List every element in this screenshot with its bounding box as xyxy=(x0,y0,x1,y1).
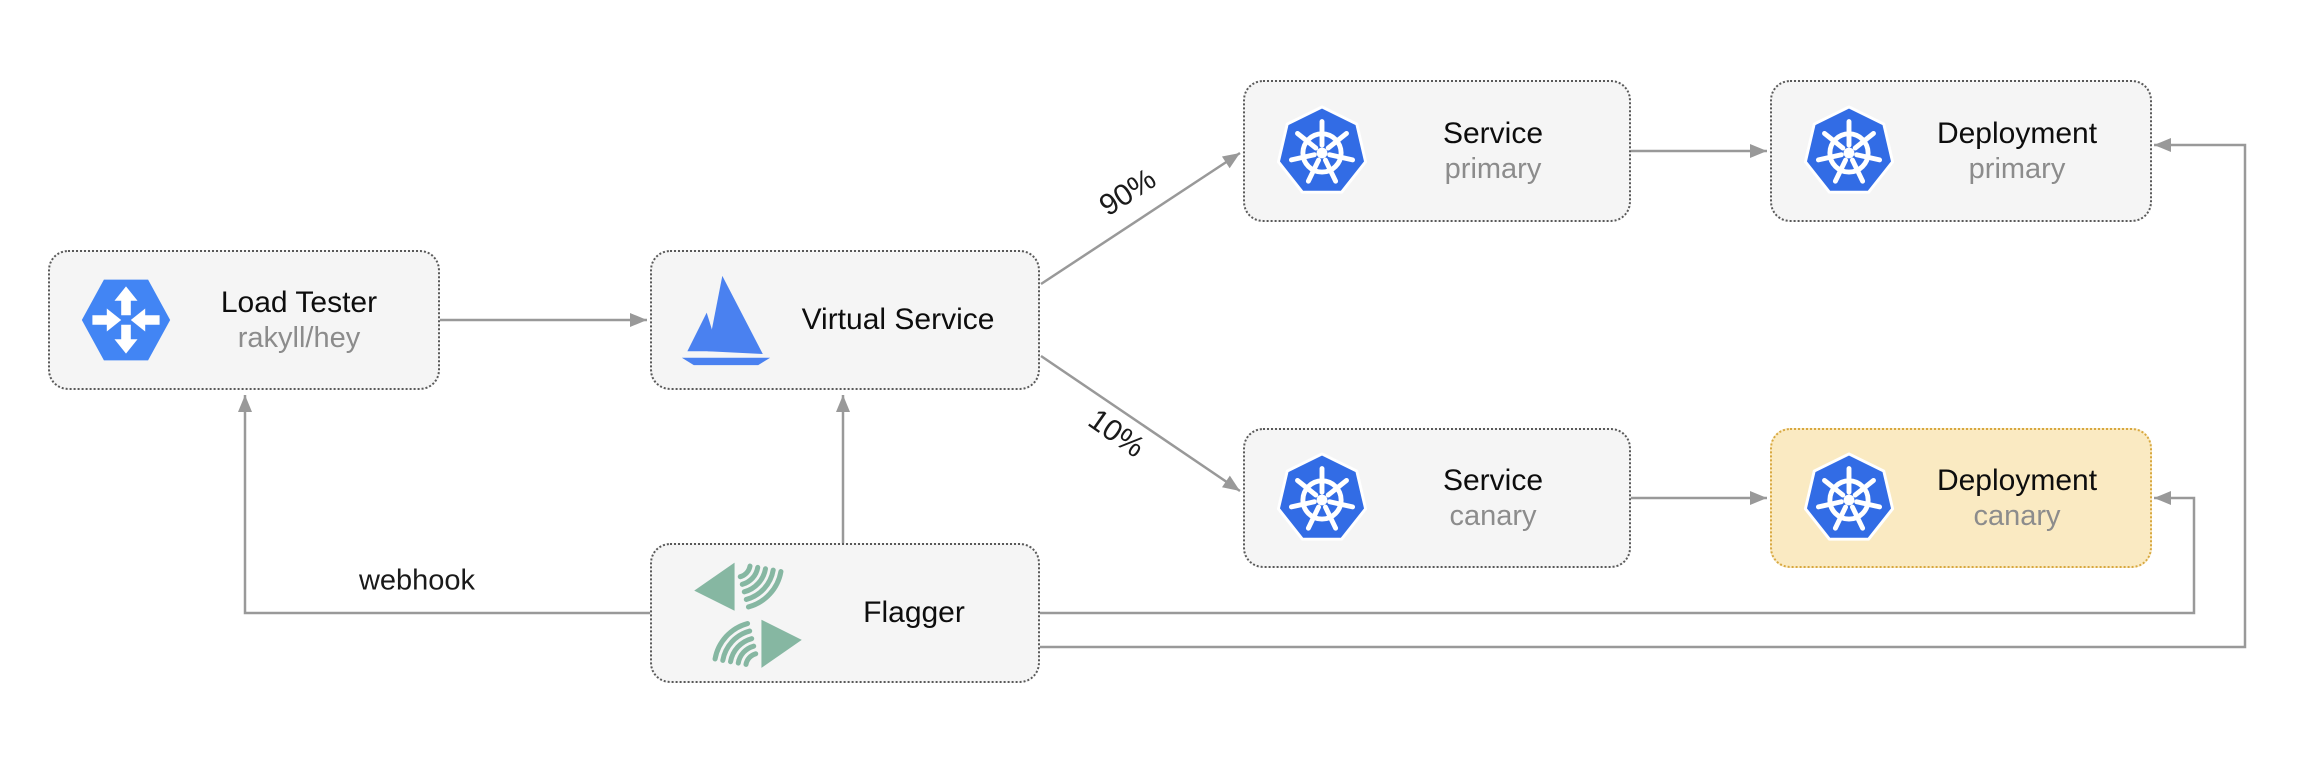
kubernetes-icon xyxy=(1273,449,1371,547)
node-deployment-primary: Deployment primary xyxy=(1770,80,2152,222)
flagger-icon xyxy=(692,557,804,669)
node-label: Flagger xyxy=(863,596,965,630)
node-label: Service xyxy=(1442,117,1544,151)
node-virtual-service: Virtual Service xyxy=(650,250,1040,390)
istio-sail-icon xyxy=(680,274,772,366)
node-load-tester: Load Tester rakyll/hey xyxy=(48,250,440,390)
node-label: Deployment xyxy=(1936,464,2098,498)
node-sublabel: canary xyxy=(1449,499,1537,532)
kubernetes-icon xyxy=(1273,102,1371,200)
node-service-canary: Service canary xyxy=(1243,428,1631,568)
node-sublabel: rakyll/hey xyxy=(237,321,361,354)
edge-label-canary-weight: 10% xyxy=(1082,402,1151,465)
node-sublabel: primary xyxy=(1968,152,2066,185)
kubernetes-icon xyxy=(1800,102,1898,200)
node-label: Deployment xyxy=(1936,117,2098,151)
edge-virtualservice-to-service-canary xyxy=(1040,354,1241,493)
node-service-primary: Service primary xyxy=(1243,80,1631,222)
kubernetes-icon xyxy=(1800,449,1898,547)
node-flagger: Flagger xyxy=(650,543,1040,683)
edge-label-primary-weight: 90% xyxy=(1093,162,1162,223)
node-label: Load Tester xyxy=(220,286,378,320)
node-label: Virtual Service xyxy=(801,303,995,337)
node-deployment-canary: Deployment canary xyxy=(1770,428,2152,568)
node-sublabel: canary xyxy=(1973,499,2061,532)
load-balancer-icon xyxy=(78,272,174,368)
node-label: Service xyxy=(1442,464,1544,498)
edge-label-webhook: webhook xyxy=(358,564,476,597)
node-sublabel: primary xyxy=(1444,152,1542,185)
